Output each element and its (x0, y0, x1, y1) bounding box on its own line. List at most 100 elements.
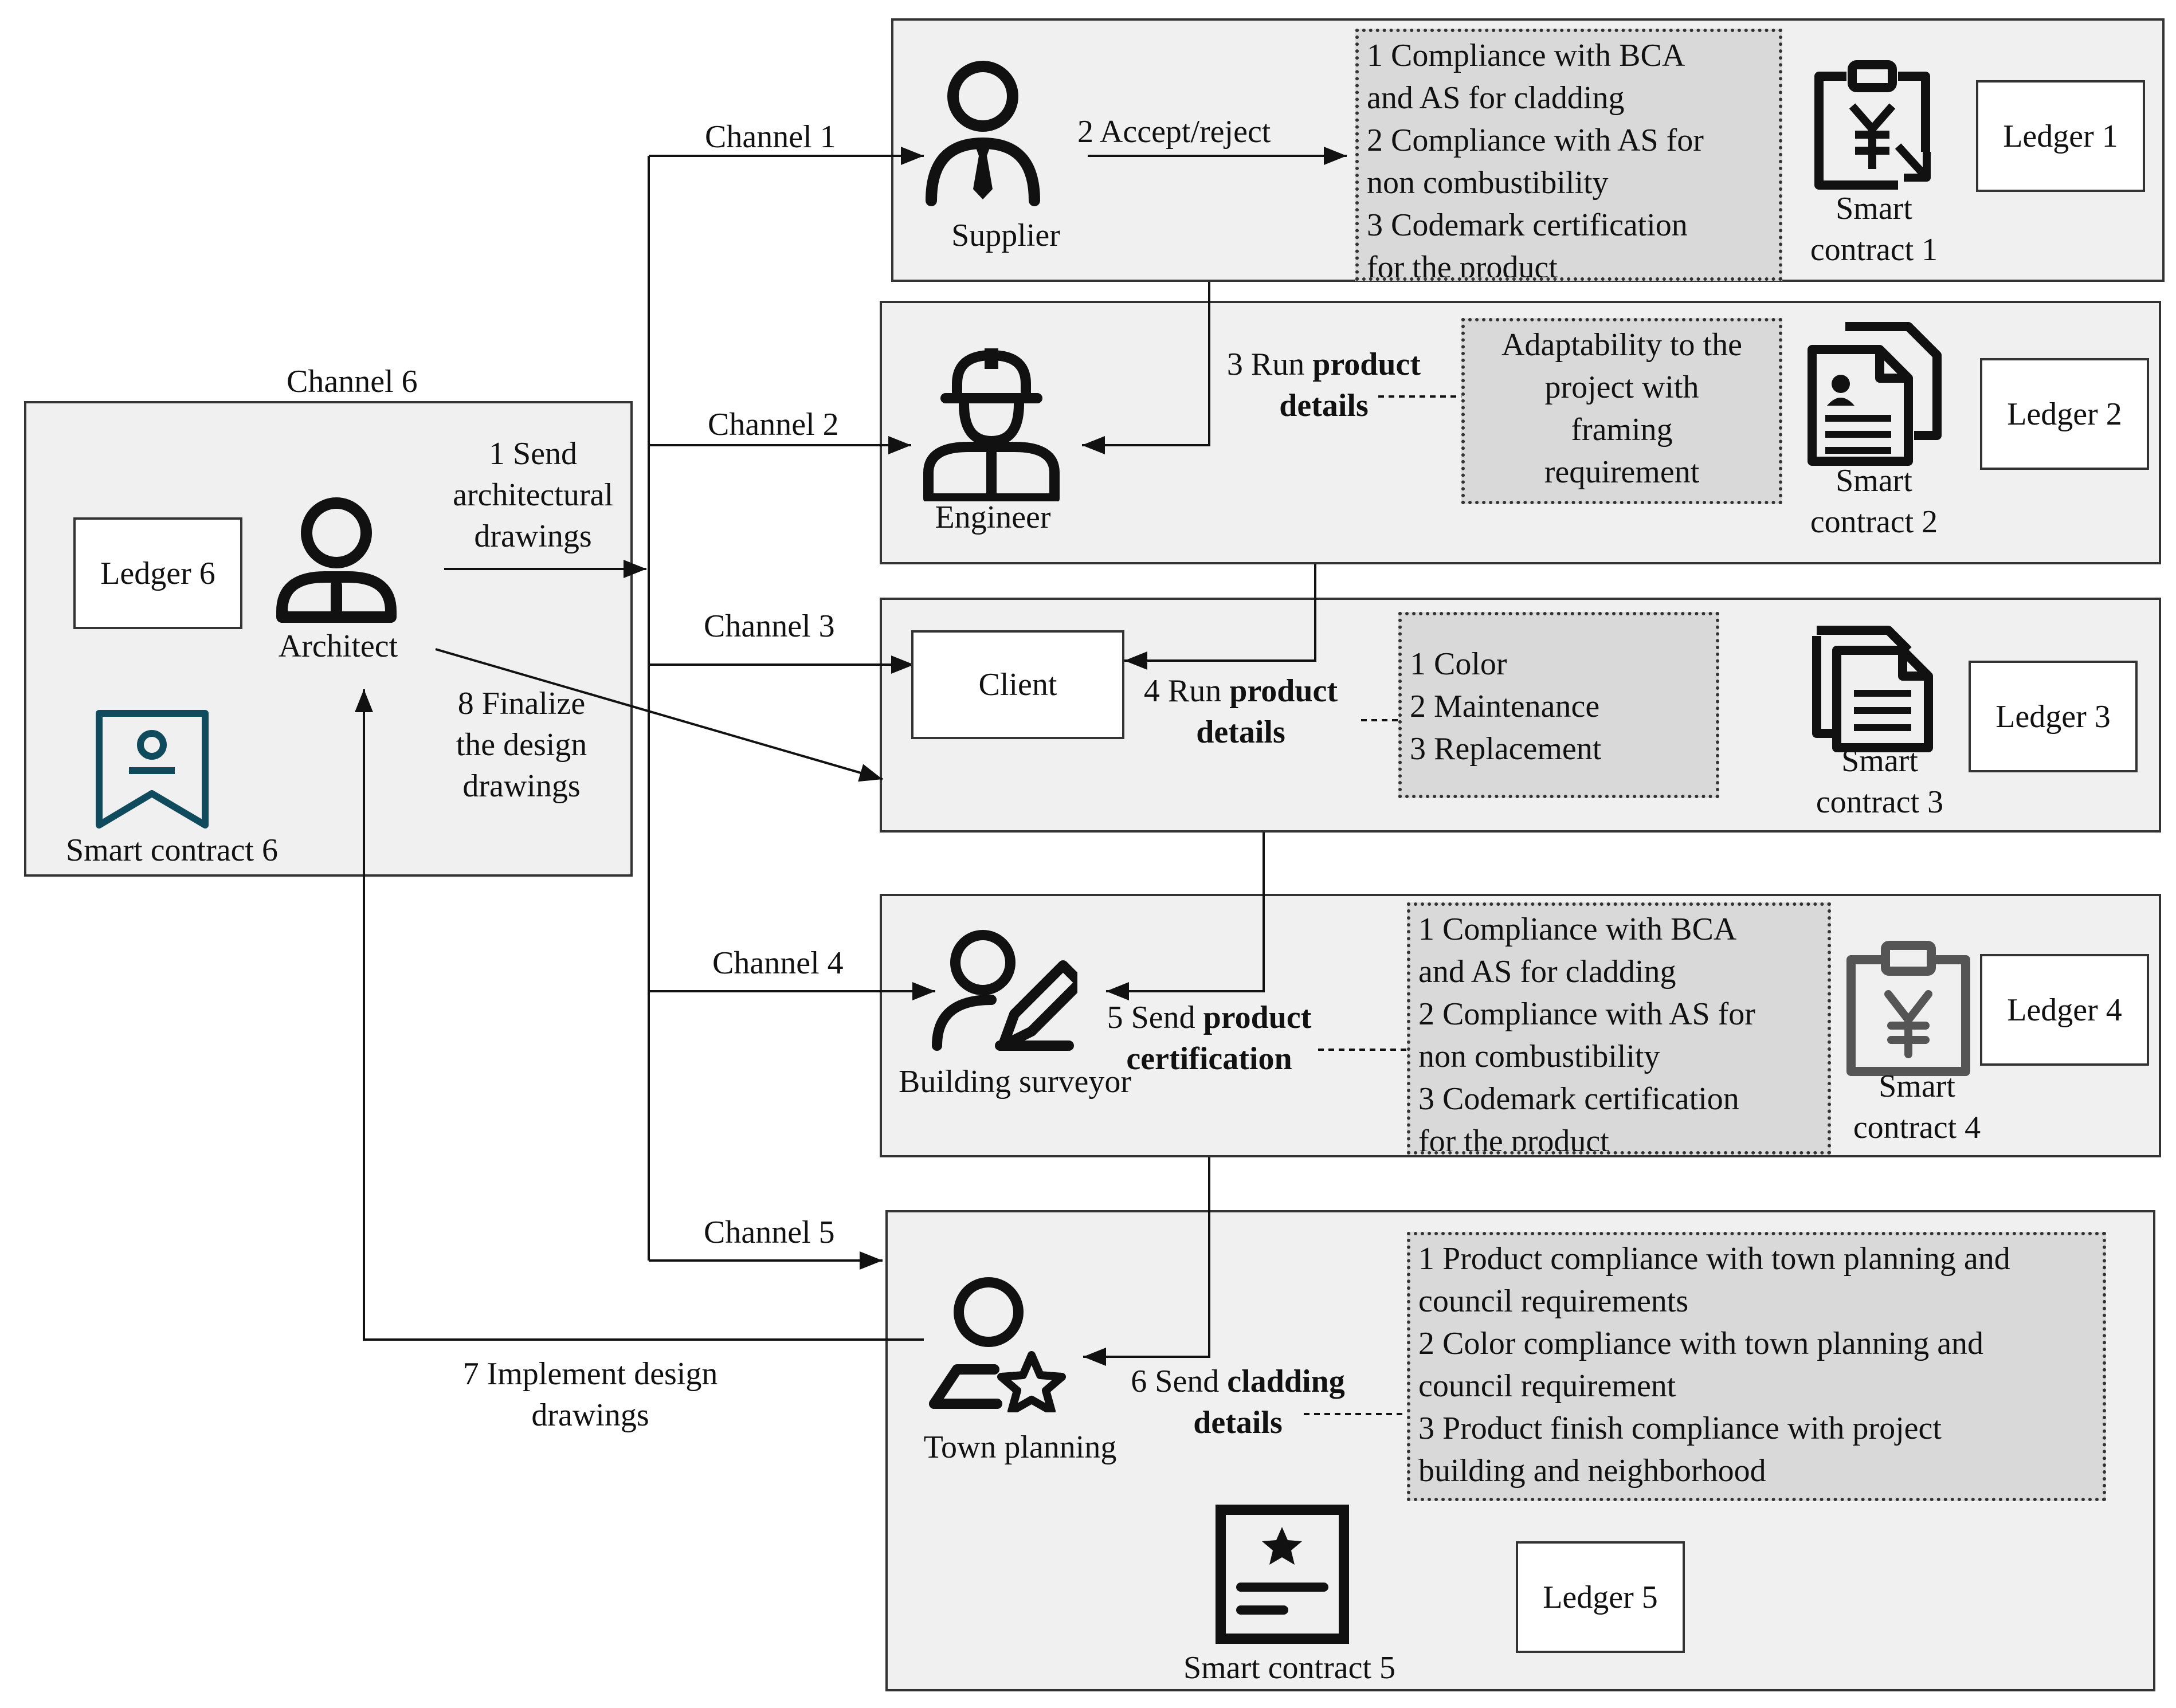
supplier-conditions: 1 Compliance with BCA and AS for claddin… (1355, 29, 1782, 281)
step-6-line: 6 Send cladding (1118, 1361, 1358, 1402)
condition-line: non combustibility (1418, 1039, 1660, 1074)
step-1-line: drawings (474, 519, 592, 554)
step-3-bold: details (1279, 388, 1369, 423)
condition-line: and AS for cladding (1418, 954, 1676, 990)
smart-contract-yen-clipboard-icon (1846, 941, 1970, 1076)
step-2-label: 2 Accept/reject (1077, 114, 1271, 150)
step-3-line: details (1203, 385, 1444, 426)
supplier-icon (926, 61, 1040, 206)
condition-line: 1 Color (1410, 646, 1507, 682)
architect-label: Architect (278, 629, 398, 664)
smart-contract-badge-icon (96, 710, 209, 829)
step-6-line: details (1118, 1402, 1358, 1443)
town-planning-icon (929, 1277, 1066, 1412)
smart-contract-documents-icon (1808, 322, 1942, 466)
smart-contract-clipboard-yen-icon (1814, 60, 1931, 190)
condition-line: for the product (1418, 1124, 1609, 1155)
smart-contract-6-label: Smart contract 6 (65, 833, 279, 868)
smart-contract-3-line: contract 3 (1816, 784, 1944, 820)
step-6-bold: details (1193, 1405, 1283, 1440)
smart-contract-3-line: Smart (1841, 743, 1918, 779)
condition-line: for the product (1367, 250, 1558, 281)
smart-contract-2-line: Smart (1836, 463, 1912, 498)
channel-6-label: Channel 6 (287, 364, 418, 399)
condition-line: council requirements (1418, 1283, 1689, 1319)
channel-1-label: Channel 1 (705, 119, 836, 155)
step-1-label: 1 Send architectural drawings (433, 433, 633, 557)
step-5-text: 5 Send (1107, 1000, 1203, 1035)
surveyor-conditions: 1 Compliance with BCA and AS for claddin… (1407, 902, 1831, 1155)
smart-contract-1-line: Smart (1836, 191, 1912, 226)
architect-icon (276, 497, 397, 623)
step-4-bold: product (1229, 673, 1338, 709)
condition-line: Adaptability to the (1501, 327, 1742, 363)
step-1-line: 1 Send (489, 436, 577, 472)
ledger-2: Ledger 2 (1980, 358, 2149, 470)
step-8-line: 8 Finalize (457, 686, 586, 721)
engineer-label: Engineer (935, 500, 1051, 535)
building-surveyor-icon (932, 930, 1077, 1051)
building-surveyor-label: Building surveyor (899, 1064, 1131, 1100)
smart-contract-3-label: Smart contract 3 (1799, 740, 1960, 823)
step-3-label: 3 Run product details (1203, 344, 1444, 426)
step-4-bold: details (1196, 714, 1285, 750)
step-7-line: 7 Implement design (462, 1356, 718, 1392)
smart-contract-certificate-icon (1216, 1505, 1349, 1644)
town-planning-conditions: 1 Product compliance with town planning … (1407, 1232, 2106, 1501)
supplier-label: Supplier (951, 218, 1060, 253)
step-3-text: 3 Run (1226, 347, 1313, 382)
condition-line: 2 Color compliance with town planning an… (1418, 1326, 1984, 1361)
step-8-line: drawings (462, 768, 581, 804)
condition-line: 3 Codemark certification (1367, 207, 1688, 243)
ledger-3: Ledger 3 (1969, 661, 2138, 772)
engineer-conditions: Adaptability to the project with framing… (1461, 318, 1782, 504)
ledger-1: Ledger 1 (1976, 80, 2145, 192)
step-4-label: 4 Run product details (1120, 670, 1361, 753)
ledger-4: Ledger 4 (1980, 954, 2149, 1066)
step-7-line: drawings (531, 1397, 649, 1433)
condition-line: framing (1571, 412, 1673, 447)
step-8-label: 8 Finalize the design drawings (421, 683, 622, 807)
channel-5-label: Channel 5 (704, 1215, 835, 1250)
step-8-line: the design (456, 727, 587, 763)
smart-contract-4-label: Smart contract 4 (1837, 1066, 1997, 1148)
channel-4-label: Channel 4 (712, 945, 844, 981)
condition-line: project with (1544, 370, 1699, 405)
architect-panel (24, 401, 633, 877)
smart-contract-2-line: contract 2 (1810, 504, 1938, 540)
step-5-line: certification (1089, 1038, 1330, 1079)
ledger-6: Ledger 6 (73, 517, 242, 629)
step-5-label: 5 Send product certification (1089, 997, 1330, 1079)
condition-line: 2 Maintenance (1410, 689, 1600, 724)
ledger-5: Ledger 5 (1516, 1541, 1685, 1653)
step-4-text: 4 Run (1143, 673, 1230, 709)
smart-contract-pages-icon (1812, 626, 1933, 752)
channel-2-label: Channel 2 (708, 407, 839, 442)
step-4-line: 4 Run product (1120, 670, 1361, 712)
step-3-bold: product (1312, 347, 1421, 382)
smart-contract-1-label: Smart contract 1 (1794, 188, 1954, 270)
step-6-text: 6 Send (1131, 1364, 1228, 1399)
condition-line: 3 Product finish compliance with project (1418, 1411, 1942, 1446)
condition-line: 1 Product compliance with town planning … (1418, 1241, 2010, 1277)
step-6-label: 6 Send cladding details (1118, 1361, 1358, 1443)
client-conditions: 1 Color 2 Maintenance 3 Replacement (1398, 612, 1719, 798)
condition-line: building and neighborhood (1418, 1453, 1766, 1489)
smart-contract-5-label: Smart contract 5 (1183, 1650, 1396, 1686)
condition-line: 2 Compliance with AS for (1418, 996, 1755, 1032)
condition-line: requirement (1544, 454, 1700, 490)
condition-line: and AS for cladding (1367, 80, 1625, 116)
smart-contract-4-line: contract 4 (1853, 1110, 1981, 1145)
step-3-line: 3 Run product (1203, 344, 1444, 385)
step-7-label: 7 Implement design drawings (418, 1353, 762, 1436)
step-6-bold: cladding (1227, 1364, 1345, 1399)
step-5-line: 5 Send product (1089, 997, 1330, 1038)
condition-line: 1 Compliance with BCA (1418, 912, 1737, 947)
condition-line: 1 Compliance with BCA (1367, 38, 1685, 73)
step-5-bold: product (1203, 1000, 1312, 1035)
engineer-icon (923, 348, 1060, 501)
condition-line: 3 Replacement (1410, 731, 1602, 767)
smart-contract-4-line: Smart (1879, 1069, 1955, 1104)
